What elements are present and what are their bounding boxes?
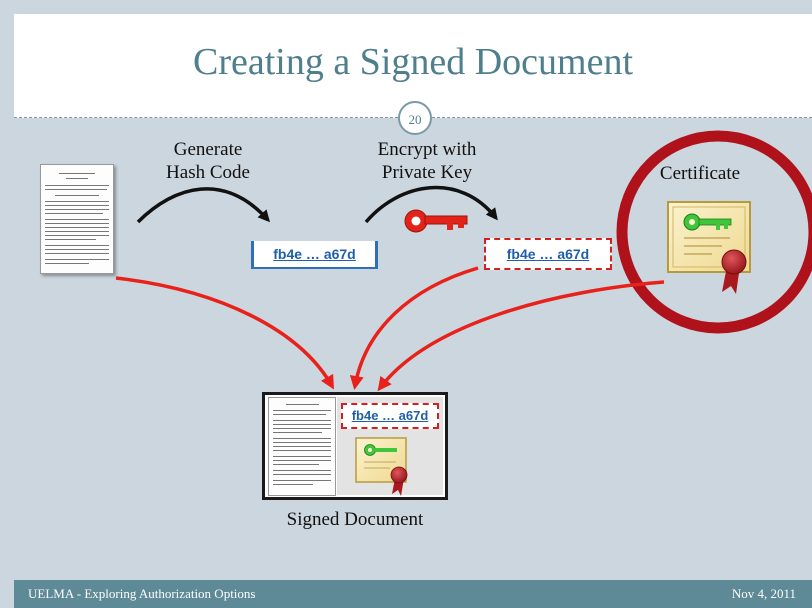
certificate-label: Certificate — [659, 163, 741, 184]
title-divider-left — [14, 117, 398, 118]
slide-title: Creating a Signed Document — [192, 41, 634, 83]
slide-number: 20 — [398, 101, 432, 135]
title-divider-right — [432, 117, 812, 118]
signed-document-hash: fb4e … a67d — [341, 403, 439, 429]
original-document — [40, 164, 114, 274]
encrypt-label: Encrypt with Private Key — [352, 138, 502, 184]
generate-hash-label: Generate Hash Code — [140, 138, 276, 184]
footer-date: Nov 4, 2011 — [731, 586, 796, 601]
footer: UELMA - Exploring Authorization Options … — [14, 580, 812, 608]
hash-code-box: fb4e … a67d — [251, 241, 378, 269]
encrypt-text: Encrypt with Private Key — [377, 139, 477, 183]
encrypted-hash-box: fb4e … a67d — [484, 238, 612, 270]
generate-hash-text: Generate Hash Code — [166, 139, 250, 183]
signed-document-label: Signed Document — [286, 509, 424, 530]
title-bar — [14, 14, 812, 118]
footer-title: UELMA - Exploring Authorization Options — [28, 586, 256, 601]
signed-document-page — [268, 397, 336, 496]
